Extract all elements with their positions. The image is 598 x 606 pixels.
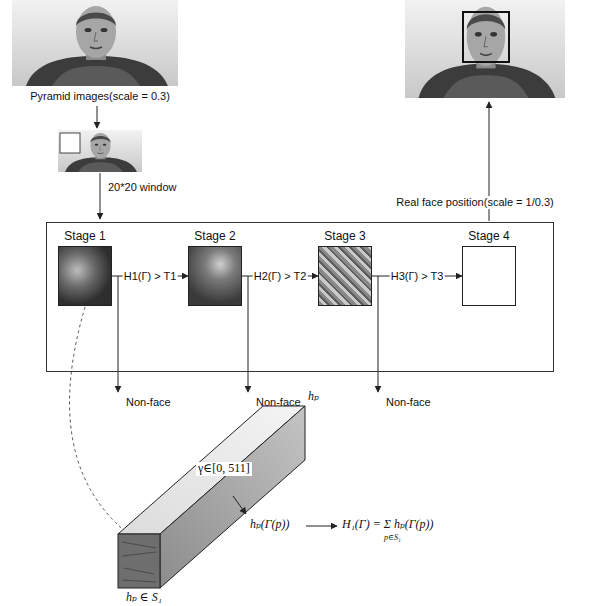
result-photo [405,0,565,98]
arrow-line [97,106,98,128]
stage-box: Stage 2 [188,246,242,306]
cascade-container: Stage 1 Stage 2 Stage 3 Stage 4 [46,222,554,372]
dashed-leader [70,307,126,532]
window-label: 20*20 window [108,181,177,194]
stage-box: Stage 1 [58,246,112,306]
stage-box: Stage 4 [462,246,516,306]
input-photo [12,0,178,86]
reject-arrow [248,276,249,392]
bar-side-face [160,406,305,588]
condition-label: H2(Γ) > T2 [253,270,308,283]
range-label: γ∈[0, 511] [196,462,252,476]
output-arrow [233,496,246,514]
axis-label: hₚ [308,390,319,404]
sum-arrow [306,526,337,527]
stage-title: Stage 2 [194,230,235,244]
sum-formula: H₁(Γ) = Σ hₚ(Γ(p)) [342,518,434,532]
reject-label: Non-face [126,396,171,409]
sum-index: p∈S₁ [384,533,401,542]
reject-arrow [378,276,379,392]
stage-title: Stage 3 [324,230,365,244]
reject-label: Non-face [386,396,431,409]
stage-title: Stage 4 [468,230,509,244]
feature-label: hₚ ∈ S₁ [126,591,162,605]
reject-arrow [118,276,119,392]
arrow-line [100,173,101,219]
stage-box: Stage 3 [318,246,372,306]
condition-label: H3(Γ) > T3 [390,270,445,283]
bar-texture [122,542,156,582]
face-box [463,12,509,62]
pyramid-label: Pyramid images(scale = 0.3) [30,90,170,103]
result-label: Real face position(scale = 1/0.3) [394,196,555,209]
scan-window [60,133,80,153]
reject-label: Non-face [256,396,301,409]
condition-label: H1(Γ) > T1 [123,270,178,283]
bar-front-face [118,534,160,588]
pyramid-photo [58,130,142,172]
output-label: hₚ(Γ(p)) [250,518,290,532]
stage-title: Stage 1 [64,230,105,244]
